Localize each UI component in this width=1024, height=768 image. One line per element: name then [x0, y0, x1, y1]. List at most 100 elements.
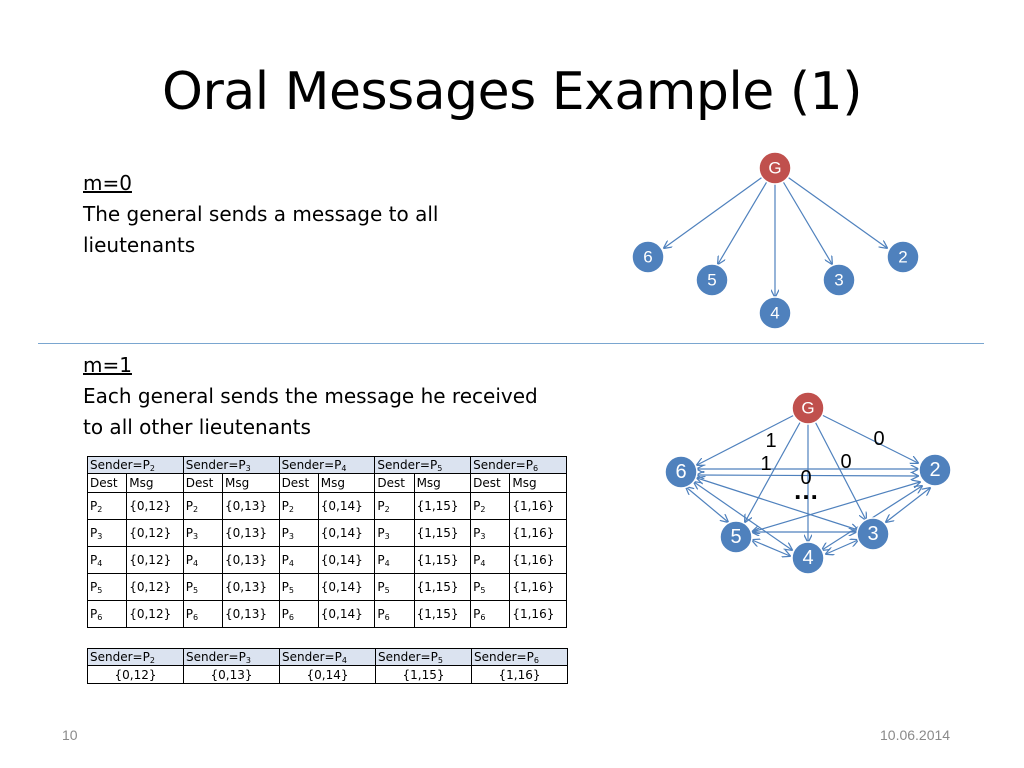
node-6-label: 6	[675, 461, 686, 483]
node-6	[631, 240, 665, 274]
graph-m0-edges	[664, 167, 887, 297]
msg-cell: {1,16}	[509, 600, 567, 628]
dest-cell: P4	[86, 546, 128, 574]
summary-sender-p4: Sender=P4	[279, 648, 376, 666]
edge-g-2	[807, 407, 918, 463]
dest-cell: P5	[86, 573, 128, 601]
dest-text: P	[281, 580, 289, 594]
node-6	[664, 455, 698, 489]
dest-sub: 6	[384, 613, 390, 622]
graph-m1-nodes: G 6 2 5 4 3	[664, 391, 952, 575]
sender-header-sub: 5	[437, 464, 443, 473]
edge-label-g4: 0	[800, 467, 811, 489]
dest-text: P	[185, 580, 194, 594]
dest-header: Dest	[278, 473, 319, 493]
sender-header-sub: 3	[245, 464, 251, 473]
table-row: P2{0,12} P2{0,13} P2{0,14} P2{1,15} P2{1…	[86, 492, 567, 520]
section-m0-line1: The general sends a message to all	[83, 202, 439, 226]
msg-cell: {1,16}	[509, 573, 567, 601]
edge-label-g2: 0	[873, 428, 884, 450]
dest-cell: P3	[278, 519, 319, 547]
dest-cell: P4	[470, 546, 511, 574]
sender-header-p6: Sender=P6	[470, 456, 567, 474]
dest-cell: P3	[182, 519, 224, 547]
dest-cell: P3	[470, 519, 511, 547]
node-2-label: 2	[929, 459, 940, 481]
page-number: 10	[62, 727, 78, 743]
msg-cell: {0,14}	[317, 519, 376, 547]
dest-text: P	[90, 580, 98, 594]
dest-sub: 5	[480, 586, 486, 595]
sender-header-label: Sender=P	[185, 458, 246, 472]
dest-text: P	[90, 499, 98, 513]
graph-m1-edges	[686, 407, 930, 556]
section-m1-heading: m=1	[83, 353, 132, 377]
msg-cell: {0,12}	[126, 546, 184, 574]
msg-cell: {0,13}	[222, 492, 280, 520]
msg-cell: {1,15}	[413, 573, 472, 601]
sender-header-label: Sender=P	[281, 458, 342, 472]
section-divider	[38, 343, 984, 344]
sender-header-sub: 3	[245, 656, 251, 665]
table-row: P6{0,12} P6{0,13} P6{0,14} P6{1,15} P6{1…	[86, 600, 567, 628]
dest-header: Dest	[86, 473, 128, 493]
node-3-label: 3	[834, 271, 843, 290]
dest-sub: 2	[480, 505, 486, 514]
dest-cell: P4	[182, 546, 224, 574]
dest-sub: 4	[384, 559, 390, 568]
dest-text: P	[185, 607, 194, 621]
dest-cell: P3	[86, 519, 128, 547]
messages-table: Sender=P2 Sender=P3 Sender=P4 Sender=P5 …	[86, 456, 567, 628]
dest-sub: 2	[384, 505, 390, 514]
node-5	[719, 520, 753, 554]
section-m1-line2: to all other lieutenants	[83, 415, 311, 439]
sender-header-p2: Sender=P2	[87, 456, 184, 474]
dest-text: P	[377, 607, 385, 621]
dest-cell: P2	[278, 492, 319, 520]
dest-sub: 3	[193, 532, 199, 541]
msg-header: Msg	[413, 473, 472, 493]
dest-sub: 5	[384, 586, 390, 595]
dest-cell: P4	[374, 546, 415, 574]
dest-header: Dest	[374, 473, 415, 493]
summary-sender-p2: Sender=P2	[87, 648, 184, 666]
dest-header: Dest	[182, 473, 224, 493]
edge-g-6	[664, 167, 776, 248]
dest-sub: 3	[97, 532, 103, 541]
dest-sub: 3	[288, 532, 294, 541]
sender-header-label: Sender=P	[90, 650, 150, 664]
summary-table: Sender=P2 Sender=P3 Sender=P4 Sender=P5 …	[87, 648, 568, 684]
node-3-label: 3	[867, 523, 878, 545]
slide-date: 10.06.2014	[880, 727, 951, 743]
dest-sub: 4	[480, 559, 486, 568]
node-4	[791, 541, 825, 575]
dest-text: P	[281, 607, 289, 621]
summary-sender-p3: Sender=P3	[183, 648, 280, 666]
edge-5-4	[752, 540, 790, 556]
section-m1-text: m=1 Each general sends the message he re…	[83, 350, 538, 443]
dest-sub: 4	[97, 559, 103, 568]
edge-label-g3: 0	[840, 451, 851, 473]
dest-sub: 6	[193, 613, 199, 622]
sender-header-p3: Sender=P3	[182, 456, 280, 474]
section-m1-line1: Each general sends the message he receiv…	[83, 384, 538, 408]
msg-cell: {0,14}	[317, 600, 376, 628]
dest-sub: 2	[97, 505, 103, 514]
msg-cell: {0,13}	[222, 573, 280, 601]
msg-cell: {0,12}	[126, 492, 184, 520]
sender-header-label: Sender=P	[474, 650, 534, 664]
msg-cell: {0,14}	[317, 573, 376, 601]
dest-sub: 6	[288, 613, 294, 622]
dest-text: P	[90, 607, 98, 621]
msg-cell: {1,15}	[413, 600, 472, 628]
table-row: P3{0,12} P3{0,13} P3{0,14} P3{1,15} P3{1…	[86, 519, 567, 547]
ellipsis-label: …	[793, 475, 819, 505]
general-node	[758, 151, 792, 185]
sender-header-sub: 6	[532, 464, 539, 473]
dest-cell: P5	[278, 573, 319, 601]
dest-text: P	[377, 499, 385, 513]
node-4-label: 4	[770, 304, 779, 323]
dest-cell: P6	[470, 600, 511, 628]
